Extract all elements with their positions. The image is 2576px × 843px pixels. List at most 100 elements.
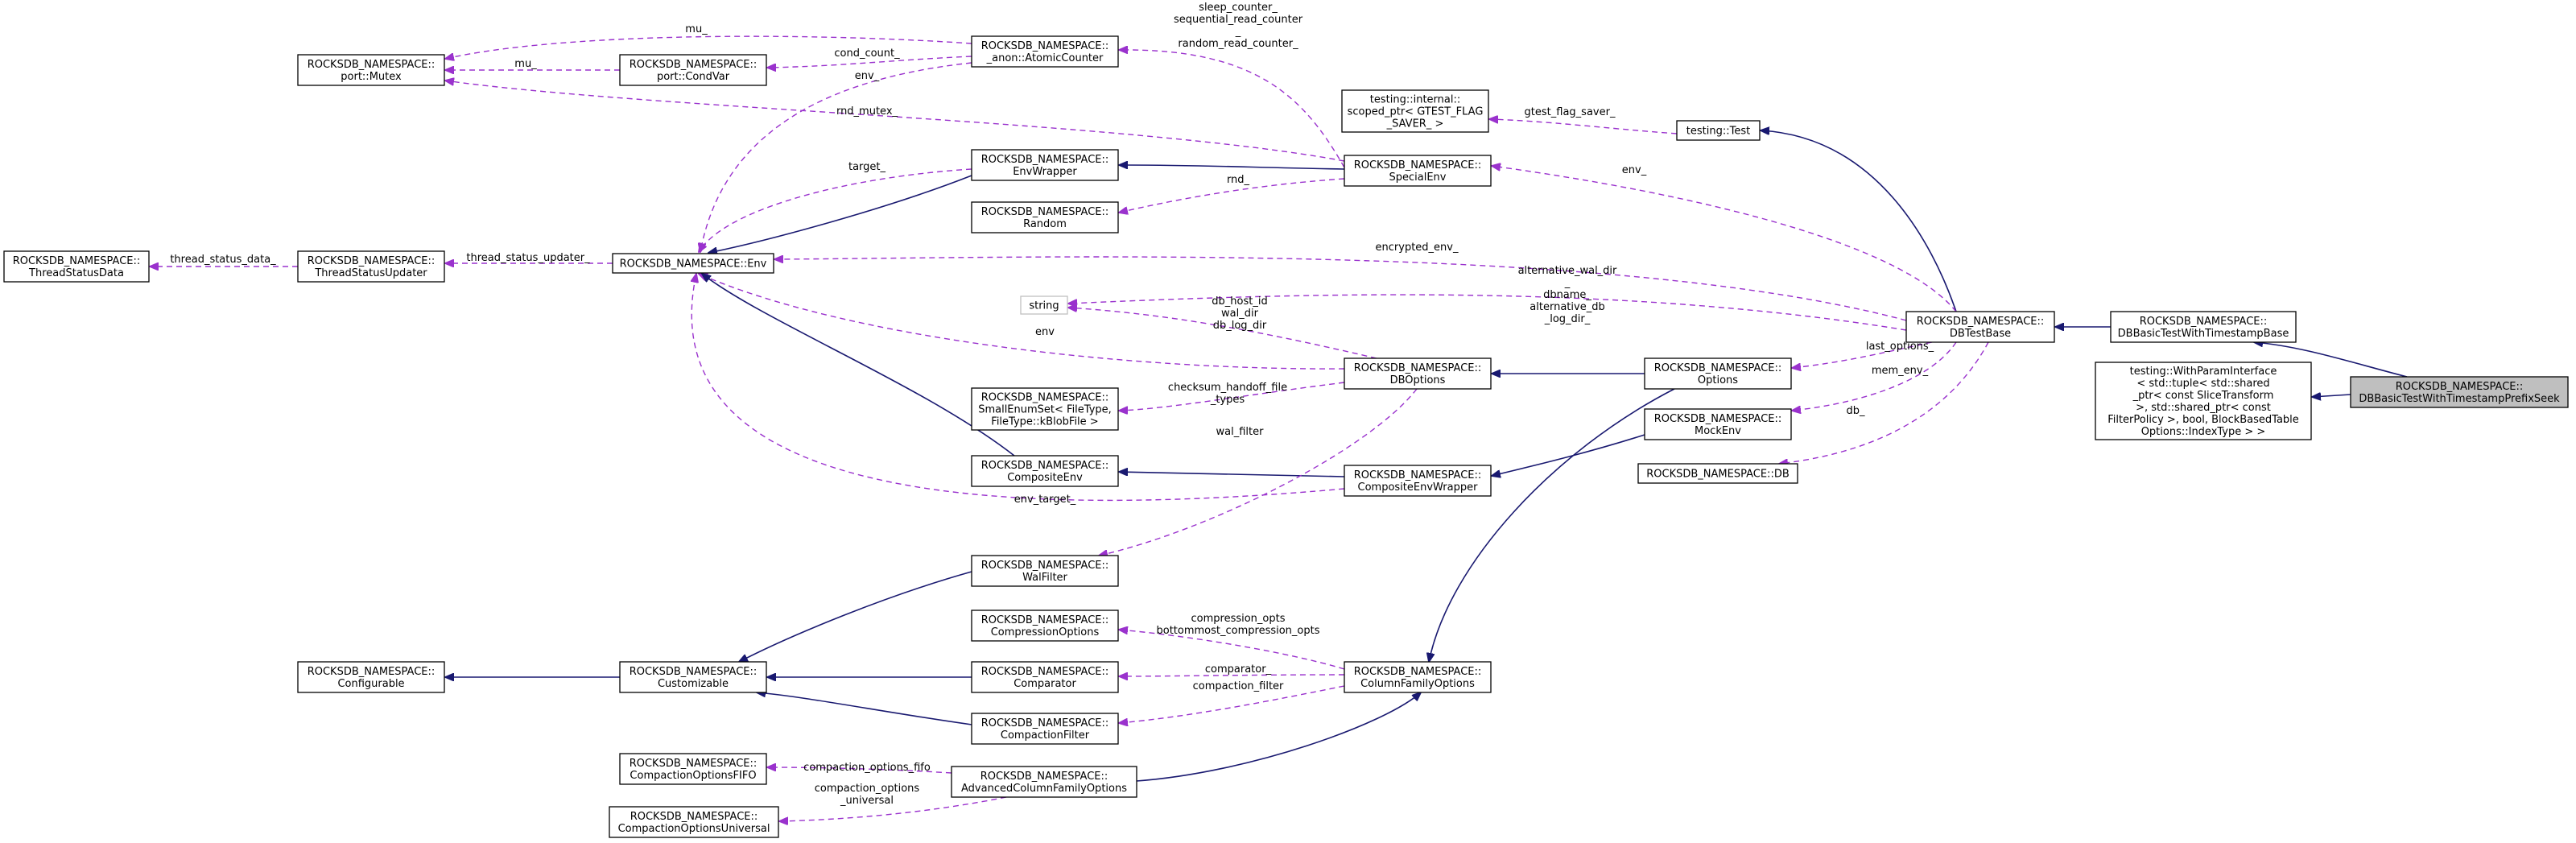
- edge-mock-env-to-composite-env-wrapper: [1492, 434, 1645, 476]
- class-node-box: [1637, 463, 1798, 484]
- class-node-env-wrapper[interactable]: ROCKSDB_NAMESPACE::EnvWrapper: [971, 149, 1119, 181]
- edge-db-test-base-to-db: [1779, 341, 1989, 464]
- class-node-special-env[interactable]: ROCKSDB_NAMESPACE::SpecialEnv: [1344, 155, 1492, 187]
- class-node-cf-options[interactable]: ROCKSDB_NAMESPACE::ColumnFamilyOptions: [1344, 661, 1492, 693]
- class-node-box: [2350, 376, 2569, 408]
- edge-label-line: alternative_wal_dir: [1518, 265, 1617, 277]
- edge-env-wrapper-to-env: [699, 168, 972, 252]
- edge-label-line: mu_: [514, 58, 537, 70]
- class-node-compaction-filter[interactable]: ROCKSDB_NAMESPACE::CompactionFilter: [971, 713, 1119, 745]
- edge-label-compaction-options-fifo: compaction_options_fifo: [803, 762, 931, 774]
- class-node-label: ROCKSDB_NAMESPACE::: [2396, 381, 2524, 393]
- class-node-box: [2110, 311, 2297, 343]
- class-node-box: [971, 713, 1119, 745]
- class-node-composite-env[interactable]: ROCKSDB_NAMESPACE::CompositeEnv: [971, 455, 1119, 487]
- class-node-label: ROCKSDB_NAMESPACE::: [981, 40, 1109, 52]
- class-node-box: [1905, 311, 2055, 343]
- edge-label-line: cond_count_: [834, 48, 900, 60]
- edge-label-line: rnd_mutex_: [836, 105, 898, 118]
- edge-label-sleep-counter: sleep_counter_sequential_read_counter_ra…: [1174, 2, 1303, 50]
- class-node-label: DBBasicTestWithTimestampPrefixSeek: [2359, 393, 2560, 405]
- class-node-comparator[interactable]: ROCKSDB_NAMESPACE::Comparator: [971, 661, 1119, 693]
- class-node-port-condvar[interactable]: ROCKSDB_NAMESPACE::port::CondVar: [619, 54, 767, 86]
- class-node-label: _anon::AtomicCounter: [986, 52, 1104, 64]
- class-node-label: ThreadStatusUpdater: [314, 267, 427, 279]
- class-node-with-param-interface[interactable]: testing::WithParamInterface< std::tuple<…: [2095, 362, 2312, 440]
- class-node-label: ROCKSDB_NAMESPACE::: [308, 59, 436, 71]
- class-node-label: port::Mutex: [341, 71, 402, 83]
- class-node-label: Random: [1023, 218, 1067, 230]
- class-node-compaction-fifo[interactable]: ROCKSDB_NAMESPACE::CompactionOptionsFIFO: [619, 753, 767, 785]
- class-node-label: ROCKSDB_NAMESPACE::: [630, 666, 758, 678]
- class-node-configurable[interactable]: ROCKSDB_NAMESPACE::Configurable: [297, 661, 445, 693]
- edge-composite-env-wrapper-to-composite-env: [1119, 472, 1345, 477]
- edge-label-line: thread_status_updater_: [466, 252, 590, 264]
- class-node-adv-cf-options[interactable]: ROCKSDB_NAMESPACE::AdvancedColumnFamilyO…: [951, 766, 1137, 798]
- edge-label-line: bottommost_compression_opts: [1156, 625, 1319, 637]
- edge-label-line: wal_dir: [1221, 308, 1259, 320]
- class-node-atomic-counter[interactable]: ROCKSDB_NAMESPACE::_anon::AtomicCounter: [971, 35, 1119, 68]
- edge-label-line: last_options_: [1866, 341, 1934, 353]
- class-node-box: [971, 387, 1119, 431]
- class-node-gtest-saver[interactable]: testing::internal::scoped_ptr< GTEST_FLA…: [1341, 89, 1489, 133]
- class-node-box: [971, 555, 1119, 587]
- edge-composite-env-wrapper-to-env: [691, 274, 1345, 502]
- class-node-label: ROCKSDB_NAMESPACE::: [981, 717, 1109, 729]
- edge-label-line: sequential_read_counter: [1174, 14, 1303, 26]
- edge-special-env-to-port-mutex: [445, 81, 1345, 162]
- class-node-mock-env[interactable]: ROCKSDB_NAMESPACE::MockEnv: [1644, 408, 1792, 440]
- edge-label-thread-status-updater: thread_status_updater_: [466, 252, 590, 264]
- class-node-label: ROCKSDB_NAMESPACE::: [981, 206, 1109, 218]
- class-node-label: testing::WithParamInterface: [2130, 366, 2277, 378]
- class-node-db-test-base[interactable]: ROCKSDB_NAMESPACE::DBTestBase: [1905, 311, 2055, 343]
- class-node-box: [1020, 295, 1068, 315]
- edge-label-checksum-handoff: checksum_handoff_file_types: [1168, 382, 1287, 406]
- edge-composite-env-to-env: [702, 274, 1015, 457]
- class-node-customizable[interactable]: ROCKSDB_NAMESPACE::Customizable: [619, 661, 767, 693]
- edge-special-env-to-atomic-counter: [1119, 50, 1345, 168]
- class-node-focus[interactable]: ROCKSDB_NAMESPACE::DBBasicTestWithTimest…: [2350, 376, 2569, 408]
- class-node-label: ROCKSDB_NAMESPACE::: [1354, 469, 1482, 481]
- edge-label-line: db_log_dir: [1213, 320, 1267, 332]
- class-node-label: CompactionOptionsFIFO: [630, 770, 756, 782]
- class-node-thread-status-data[interactable]: ROCKSDB_NAMESPACE::ThreadStatusData: [3, 250, 150, 283]
- edge-label-line: rnd_: [1227, 174, 1250, 186]
- class-node-label: FilterPolicy >, bool, BlockBasedTable: [2107, 414, 2299, 426]
- edge-compaction-filter-to-customizable: [757, 692, 972, 725]
- class-node-compaction-universal[interactable]: ROCKSDB_NAMESPACE::CompactionOptionsUniv…: [609, 806, 779, 838]
- class-node-label: string: [1029, 300, 1059, 312]
- edge-label-line: checksum_handoff_file: [1168, 382, 1287, 394]
- class-node-label: _ptr< const SliceTransform: [2132, 390, 2274, 402]
- class-node-box: [1644, 357, 1792, 390]
- class-node-compression-options[interactable]: ROCKSDB_NAMESPACE::CompressionOptions: [971, 610, 1119, 642]
- class-node-label: ThreadStatusData: [28, 267, 124, 279]
- class-node-env[interactable]: ROCKSDB_NAMESPACE::Env: [612, 253, 774, 274]
- class-node-string[interactable]: string: [1020, 295, 1068, 315]
- edge-options-to-cf-options: [1429, 388, 1675, 662]
- class-node-port-mutex[interactable]: ROCKSDB_NAMESPACE::port::Mutex: [297, 54, 445, 86]
- class-node-db-options[interactable]: ROCKSDB_NAMESPACE::DBOptions: [1344, 357, 1492, 390]
- edge-label-rnd: rnd_: [1227, 174, 1250, 186]
- class-node-thread-status-updater[interactable]: ROCKSDB_NAMESPACE::ThreadStatusUpdater: [297, 250, 445, 283]
- edge-label-env-target: env_target_: [1014, 494, 1076, 506]
- class-node-label: ROCKSDB_NAMESPACE::: [1654, 362, 1782, 374]
- edge-labels-layer: mu_mu_cond_count_env_sleep_counter_seque…: [170, 2, 1934, 807]
- class-node-random[interactable]: ROCKSDB_NAMESPACE::Random: [971, 201, 1119, 233]
- edge-label-line: thread_status_data_: [170, 254, 276, 266]
- class-node-testing-test[interactable]: testing::Test: [1676, 120, 1761, 141]
- class-node-options[interactable]: ROCKSDB_NAMESPACE::Options: [1644, 357, 1792, 390]
- class-node-wal-filter[interactable]: ROCKSDB_NAMESPACE::WalFilter: [971, 555, 1119, 587]
- edge-adv-cf-options-to-compaction-fifo: [767, 767, 952, 774]
- class-node-box: [1341, 89, 1489, 133]
- class-node-box: [1644, 408, 1792, 440]
- edge-special-env-to-env-wrapper: [1119, 165, 1345, 170]
- class-node-box: [619, 661, 767, 693]
- class-node-db-basic-ts-base[interactable]: ROCKSDB_NAMESPACE::DBBasicTestWithTimest…: [2110, 311, 2297, 343]
- edge-label-line: mu_: [685, 23, 708, 35]
- edge-label-env-dboptions: env: [1035, 326, 1055, 338]
- class-node-db[interactable]: ROCKSDB_NAMESPACE::DB: [1637, 463, 1798, 484]
- class-node-small-enum-set[interactable]: ROCKSDB_NAMESPACE::SmallEnumSet< FileTyp…: [971, 387, 1119, 431]
- class-node-composite-env-wrapper[interactable]: ROCKSDB_NAMESPACE::CompositeEnvWrapper: [1344, 465, 1492, 497]
- class-node-label: ROCKSDB_NAMESPACE::: [980, 771, 1108, 783]
